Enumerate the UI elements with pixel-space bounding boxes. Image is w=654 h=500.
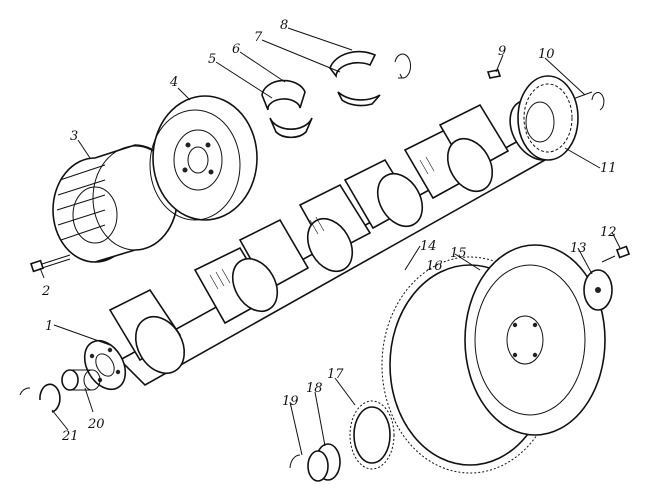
- bearing-shells-front: [261, 79, 313, 139]
- callout-13: 13: [570, 241, 587, 256]
- callout-20: 20: [87, 417, 105, 432]
- callout-11: 11: [600, 161, 617, 176]
- callout-7: 7: [254, 30, 263, 45]
- leader-lines: [39, 27, 621, 456]
- callout-16: 16: [426, 259, 443, 274]
- callout-1: 1: [45, 319, 53, 334]
- part-callouts: 1 2 3 4 5 6 7 8 9 10 11 12 13 14 15 16 1…: [41, 18, 617, 444]
- callout-12: 12: [600, 225, 617, 240]
- crankshaft: [83, 99, 561, 391]
- callout-15: 15: [450, 246, 467, 261]
- thrust-half-rings: [329, 50, 412, 107]
- callout-6: 6: [232, 42, 240, 57]
- callout-10: 10: [538, 47, 555, 62]
- callout-8: 8: [280, 18, 288, 33]
- callout-19: 19: [282, 394, 299, 409]
- damper: [149, 95, 258, 221]
- callout-14: 14: [420, 239, 437, 254]
- flywheel-assembly: [381, 244, 631, 474]
- pulley-bolt: [30, 254, 71, 273]
- callout-4: 4: [169, 75, 178, 90]
- rear-timing-gear: [486, 69, 605, 161]
- callout-9: 9: [498, 44, 506, 59]
- front-gear-and-seal: [19, 369, 395, 482]
- callout-3: 3: [70, 129, 78, 144]
- callout-18: 18: [306, 381, 323, 396]
- callout-2: 2: [41, 284, 50, 299]
- callout-21: 21: [61, 429, 79, 444]
- callout-5: 5: [208, 52, 216, 67]
- callout-17: 17: [327, 367, 344, 382]
